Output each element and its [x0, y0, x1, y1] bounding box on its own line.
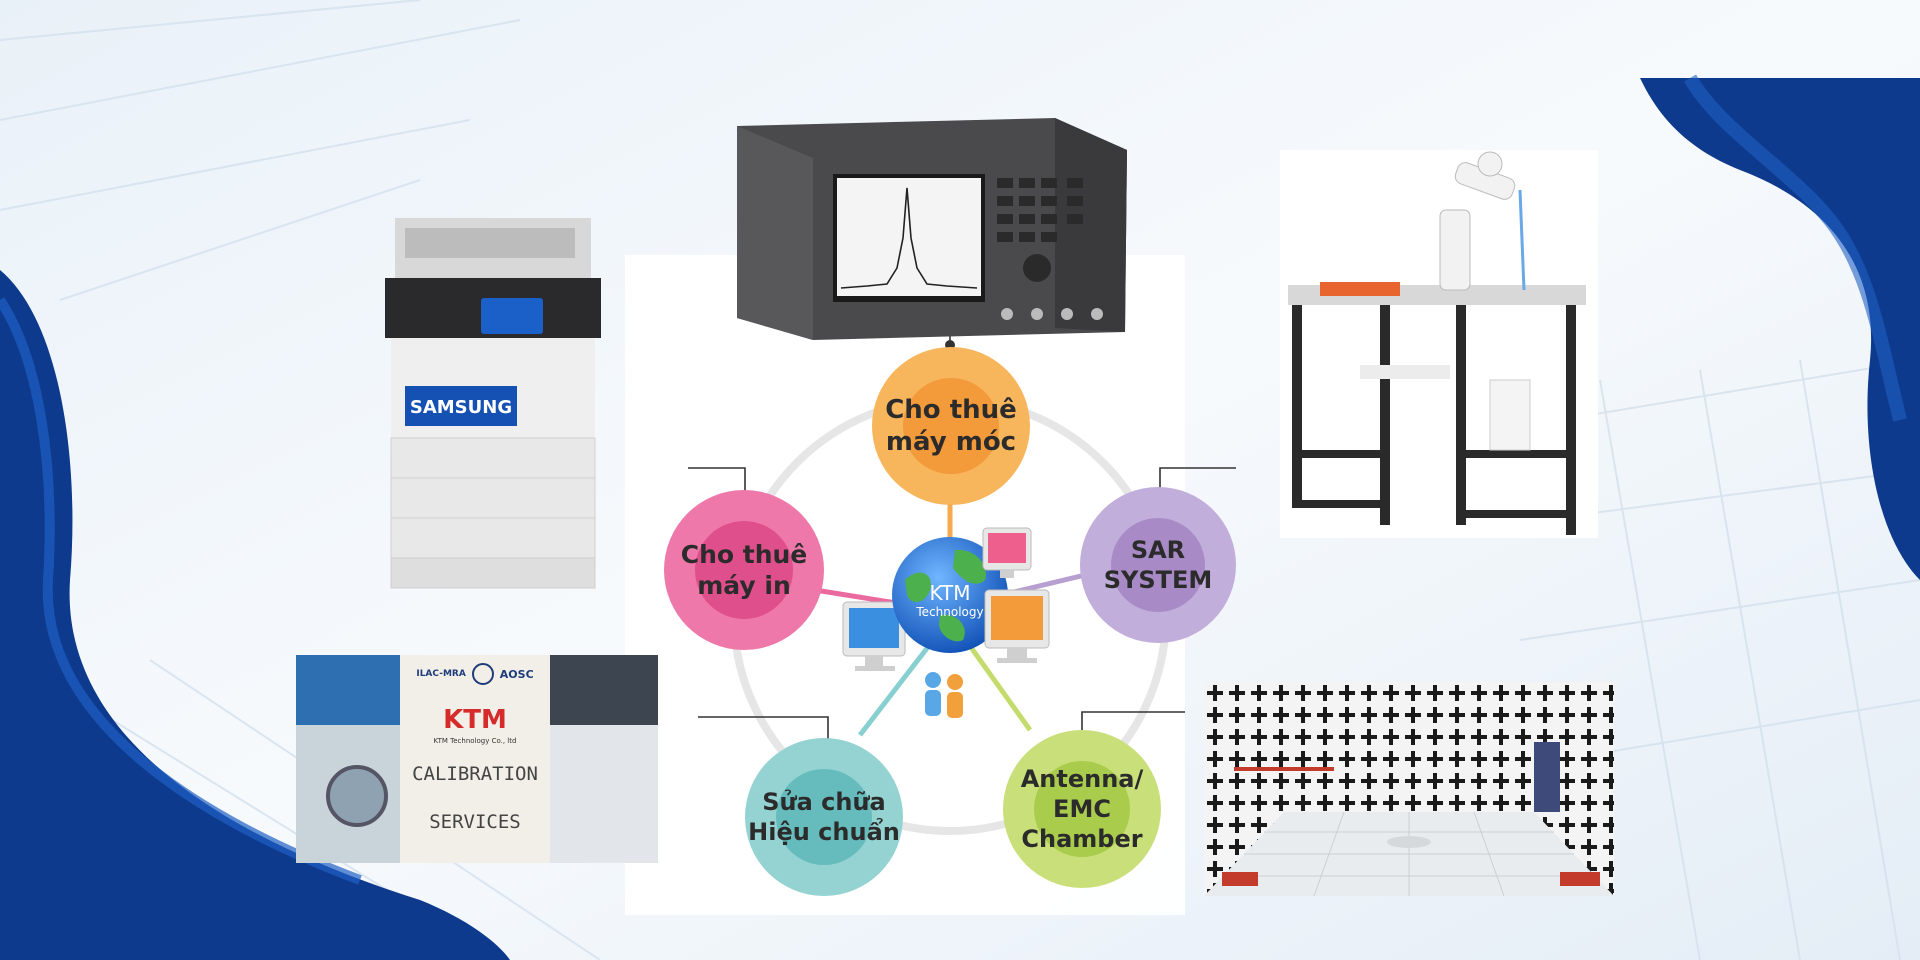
node-repair-calibration: Sửa chữa Hiệu chuẩn: [745, 738, 903, 896]
printer-brand: SAMSUNG: [410, 397, 512, 418]
left-wave: [0, 270, 510, 960]
node-printer-rental-label: Cho thuê máy in: [680, 539, 808, 600]
calibration-title: CALIBRATION: [412, 763, 538, 785]
accreditation-seal-icon: [471, 663, 494, 685]
people-icon: [925, 672, 963, 718]
node-printer-rental: Cho thuê máy in: [664, 490, 824, 650]
monitor-right-icon: [984, 589, 1050, 663]
printer-photo: SAMSUNG: [385, 218, 601, 589]
node-sar-system-label: SAR SYSTEM: [1103, 536, 1213, 594]
node-repair-calibration-label: Sửa chữa Hiệu chuẩn: [748, 788, 900, 846]
node-antenna-emc-label: Antenna/ EMC Chamber: [1020, 765, 1144, 853]
right-wave: [1640, 78, 1920, 580]
node-sar-system: SAR SYSTEM: [1080, 487, 1236, 643]
connector-bottom-left: [698, 716, 829, 740]
aosc-badge: AOSC: [499, 667, 534, 681]
connector-bottom-right: [1081, 711, 1185, 738]
emc-chamber-photo: [1204, 682, 1614, 896]
calibration-card: [400, 655, 550, 863]
network-analyzer-photo: [737, 118, 1127, 340]
hub-sub: Technology: [915, 605, 983, 619]
monitor-left-icon: [842, 601, 906, 671]
ktm-logo: KTM: [443, 705, 507, 735]
accreditation-badges: ILAC-MRA AOSC: [404, 661, 546, 687]
hub-name: KTM: [929, 581, 970, 605]
node-machine-rental-label: Cho thuê máy móc: [885, 394, 1017, 458]
node-machine-rental: Cho thuê máy móc: [872, 347, 1030, 505]
ilac-badge: ILAC-MRA: [416, 669, 466, 679]
company-name: KTM Technology Co., ltd: [433, 737, 517, 745]
node-antenna-emc: Antenna/ EMC Chamber: [1003, 730, 1161, 888]
calibration-collage: ILAC-MRA AOSC KTM KTM Technology Co., lt…: [296, 655, 658, 863]
connector-left: [688, 467, 746, 500]
hub-graphic: KTM Technology: [842, 527, 1050, 718]
monitor-top-icon: [982, 527, 1032, 578]
services-title: SERVICES: [429, 811, 521, 833]
sar-robot-photo: [1280, 150, 1598, 538]
